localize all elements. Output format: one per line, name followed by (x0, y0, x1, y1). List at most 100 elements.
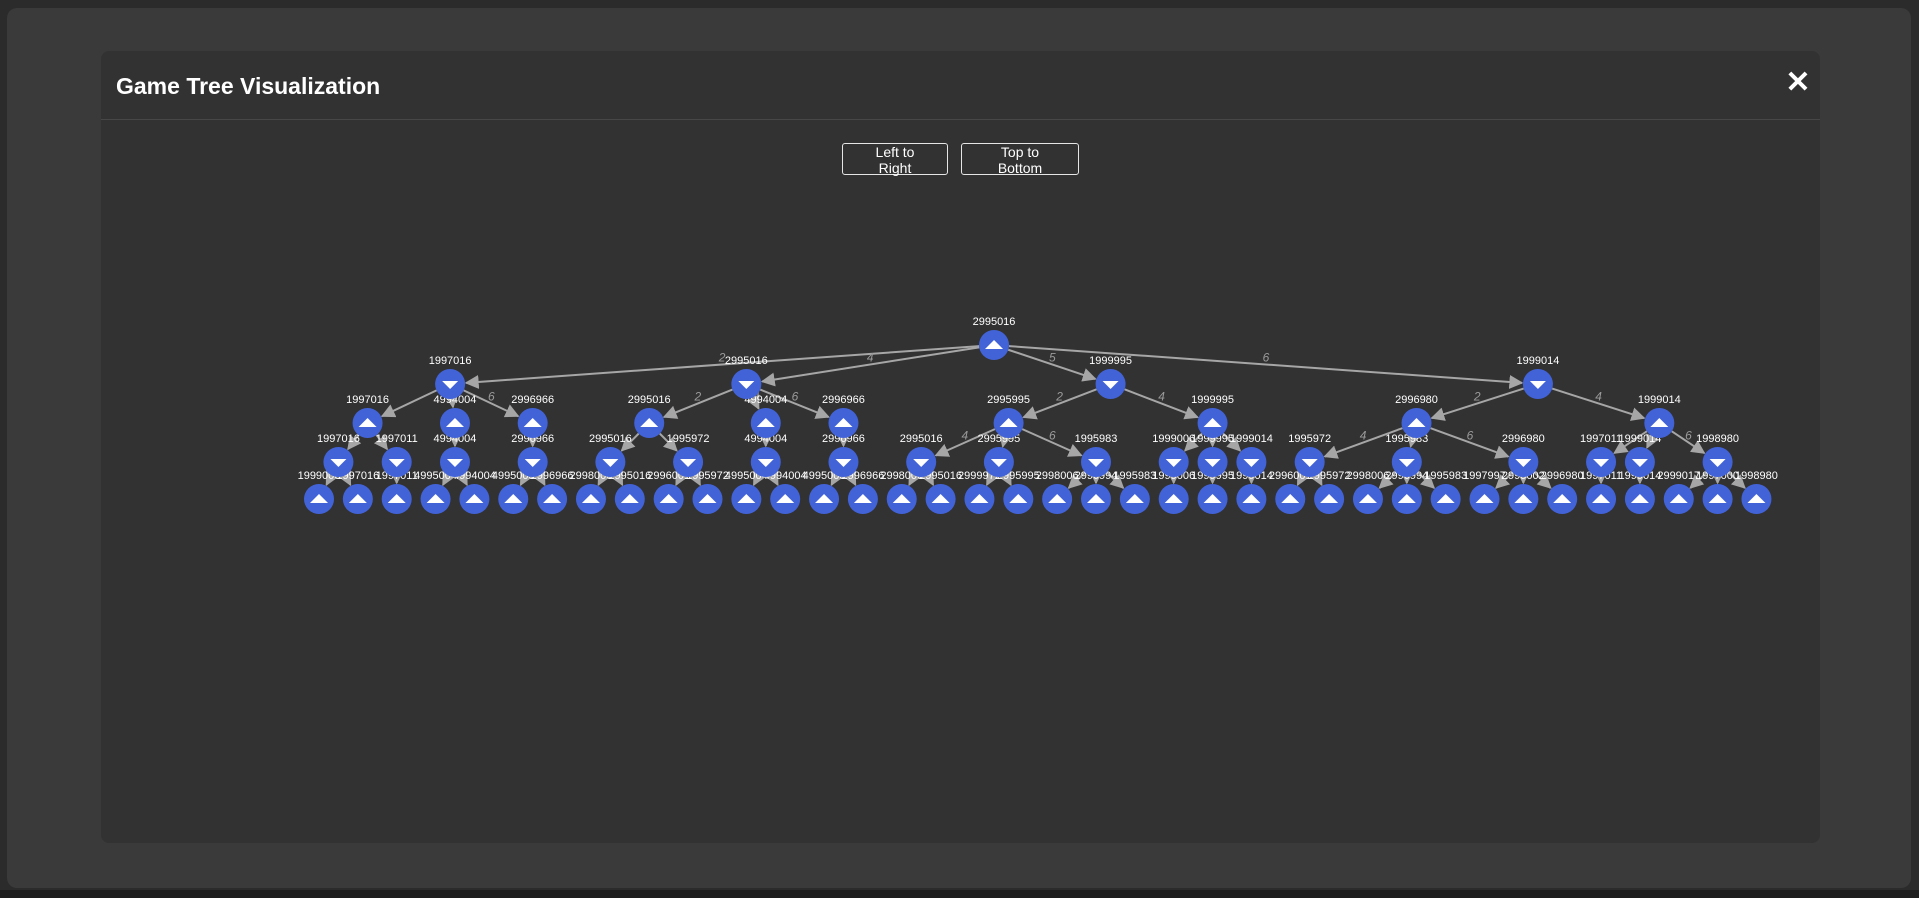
left-to-right-button[interactable]: Left to Right (842, 143, 948, 176)
tree-edge (986, 470, 999, 487)
tree-node[interactable]: 2995016 (628, 394, 671, 438)
tree-edge (1378, 471, 1397, 489)
triangle-up-icon (1708, 494, 1727, 503)
triangle-up-icon (358, 418, 377, 427)
tree-node[interactable]: 1997011 (1580, 433, 1622, 477)
tree-node[interactable]: 2998006 (570, 470, 613, 514)
tree-node[interactable]: 1995972 (667, 433, 710, 477)
tree-node[interactable]: 1995972 (1308, 470, 1351, 514)
triangle-up-icon (543, 494, 562, 503)
tree-node[interactable]: 1999995 (1191, 394, 1234, 438)
tree-node[interactable]: 1999014 (1618, 433, 1661, 477)
tree-edge (746, 394, 760, 410)
tree-edge (1008, 345, 1524, 389)
tree-edge (998, 470, 1012, 487)
tree-node[interactable]: 2995016 (973, 316, 1016, 360)
tree-node[interactable]: 1995983 (1075, 433, 1118, 477)
tree-node[interactable]: 4995005 (803, 470, 846, 514)
tree-node[interactable]: 4994004 (744, 433, 787, 477)
tree-node[interactable]: 1999995 (1089, 355, 1132, 399)
tree-node[interactable]: 1995983 (1113, 470, 1156, 514)
tree-node[interactable]: 4994004 (434, 394, 477, 438)
tree-node[interactable]: 2999017 (1657, 470, 1700, 514)
tree-node[interactable]: 2996980 (1541, 470, 1584, 514)
node-label: 2999017 (1657, 470, 1700, 482)
tree-edge (1613, 430, 1648, 454)
tree-node[interactable]: 1995972 (686, 470, 729, 514)
tree-node[interactable]: 1997016 (429, 355, 472, 399)
tree-node[interactable]: 1999995 (1191, 433, 1234, 477)
edge-weight-label: 6 (792, 390, 799, 404)
tree-node[interactable]: 2996966 (531, 470, 574, 514)
tree-node[interactable]: 4995004 (414, 470, 457, 514)
tree-node[interactable]: 2998006 (1036, 470, 1079, 514)
triangle-down-icon (680, 459, 697, 467)
tree-node[interactable]: 1999014 (1517, 355, 1560, 399)
tree-node[interactable]: 4994004 (744, 394, 787, 438)
tree-node[interactable]: 2996966 (822, 394, 865, 438)
tree-node[interactable]: 2995016 (900, 433, 943, 477)
tree-node[interactable]: 2996966 (511, 394, 554, 438)
tree-node[interactable]: 1998980 (1696, 433, 1739, 477)
triangle-up-icon (985, 340, 1004, 349)
tree-node[interactable]: 2996001 (647, 470, 690, 514)
node-label: 1997997 (1463, 470, 1506, 482)
tree-node[interactable]: 2995995 (997, 470, 1040, 514)
tree-node[interactable]: 4994004 (434, 433, 477, 477)
triangle-down-icon (1243, 459, 1260, 467)
node-label: 2995016 (973, 316, 1016, 328)
tree-edge (659, 432, 678, 452)
edge-weight-label: 2 (1473, 390, 1481, 404)
tree-node[interactable]: 2995016 (725, 355, 768, 399)
tree-node[interactable]: 4995004 (725, 470, 768, 514)
tree-node[interactable]: 1997016 (336, 470, 379, 514)
tree-node[interactable]: 2996001 (1269, 470, 1312, 514)
tree-node[interactable]: 2999972 (958, 470, 1001, 514)
tree-node[interactable]: 1997016 (346, 394, 389, 438)
tree-node[interactable]: 1997016 (317, 433, 360, 477)
triangle-up-icon (776, 494, 795, 503)
tree-node[interactable]: 2995016 (589, 433, 632, 477)
tree-node[interactable]: 1999006 (1152, 433, 1195, 477)
tree-node[interactable]: 1997997 (1463, 470, 1506, 514)
tree-node[interactable]: 2998006 (880, 470, 923, 514)
node-label: 4994004 (434, 433, 477, 445)
tree-edge (921, 470, 935, 487)
triangle-up-icon (1203, 494, 1222, 503)
tree-node[interactable]: 2996980 (1395, 394, 1438, 438)
tree-node[interactable]: 1995983 (1424, 470, 1467, 514)
edge-weight-label: 6 (488, 390, 495, 404)
tree-node[interactable]: 1995972 (1288, 433, 1331, 477)
edge-weight-label: 6 (1685, 429, 1692, 443)
tree-node[interactable]: 2996966 (511, 433, 554, 477)
tree-node[interactable]: 2995016 (608, 470, 651, 514)
tree-node[interactable]: 2995995 (987, 394, 1030, 438)
tree-node[interactable]: 4995005 (492, 470, 535, 514)
triangle-up-icon (1407, 418, 1426, 427)
close-icon[interactable]: ✕ (1785, 66, 1811, 99)
triangle-down-icon (1515, 459, 1532, 467)
node-label: 1998980 (1696, 433, 1739, 445)
tree-node[interactable]: 1999014 (1230, 433, 1273, 477)
tree-node[interactable]: 1999006 (298, 470, 341, 514)
tree-node[interactable]: 4994004 (764, 470, 807, 514)
tree-node[interactable]: 1998980 (1735, 470, 1778, 514)
tree-node[interactable]: 2998006 (1347, 470, 1390, 514)
tree-node[interactable]: 1997011 (376, 433, 418, 477)
tree-node[interactable]: 2996980 (1502, 433, 1545, 477)
tree-edge (1222, 432, 1242, 452)
tree-node[interactable]: 2995016 (919, 470, 962, 514)
top-to-bottom-button[interactable]: Top to Bottom (961, 143, 1079, 176)
tree-edge (442, 470, 456, 487)
node-label: 2996966 (511, 433, 554, 445)
tree-node[interactable]: 2996966 (822, 433, 865, 477)
tree-node[interactable]: 2996966 (841, 470, 884, 514)
tree-node[interactable]: 4994004 (453, 470, 496, 514)
triangle-up-icon (1358, 494, 1377, 503)
node-label: 1999014 (1517, 355, 1560, 367)
node-label: 1999995 (1089, 355, 1132, 367)
taskbar-strip (0, 890, 1919, 898)
tree-node[interactable]: 1999014 (1638, 394, 1681, 438)
triangle-up-icon (999, 418, 1018, 427)
node-label: 1998980 (1735, 470, 1778, 482)
